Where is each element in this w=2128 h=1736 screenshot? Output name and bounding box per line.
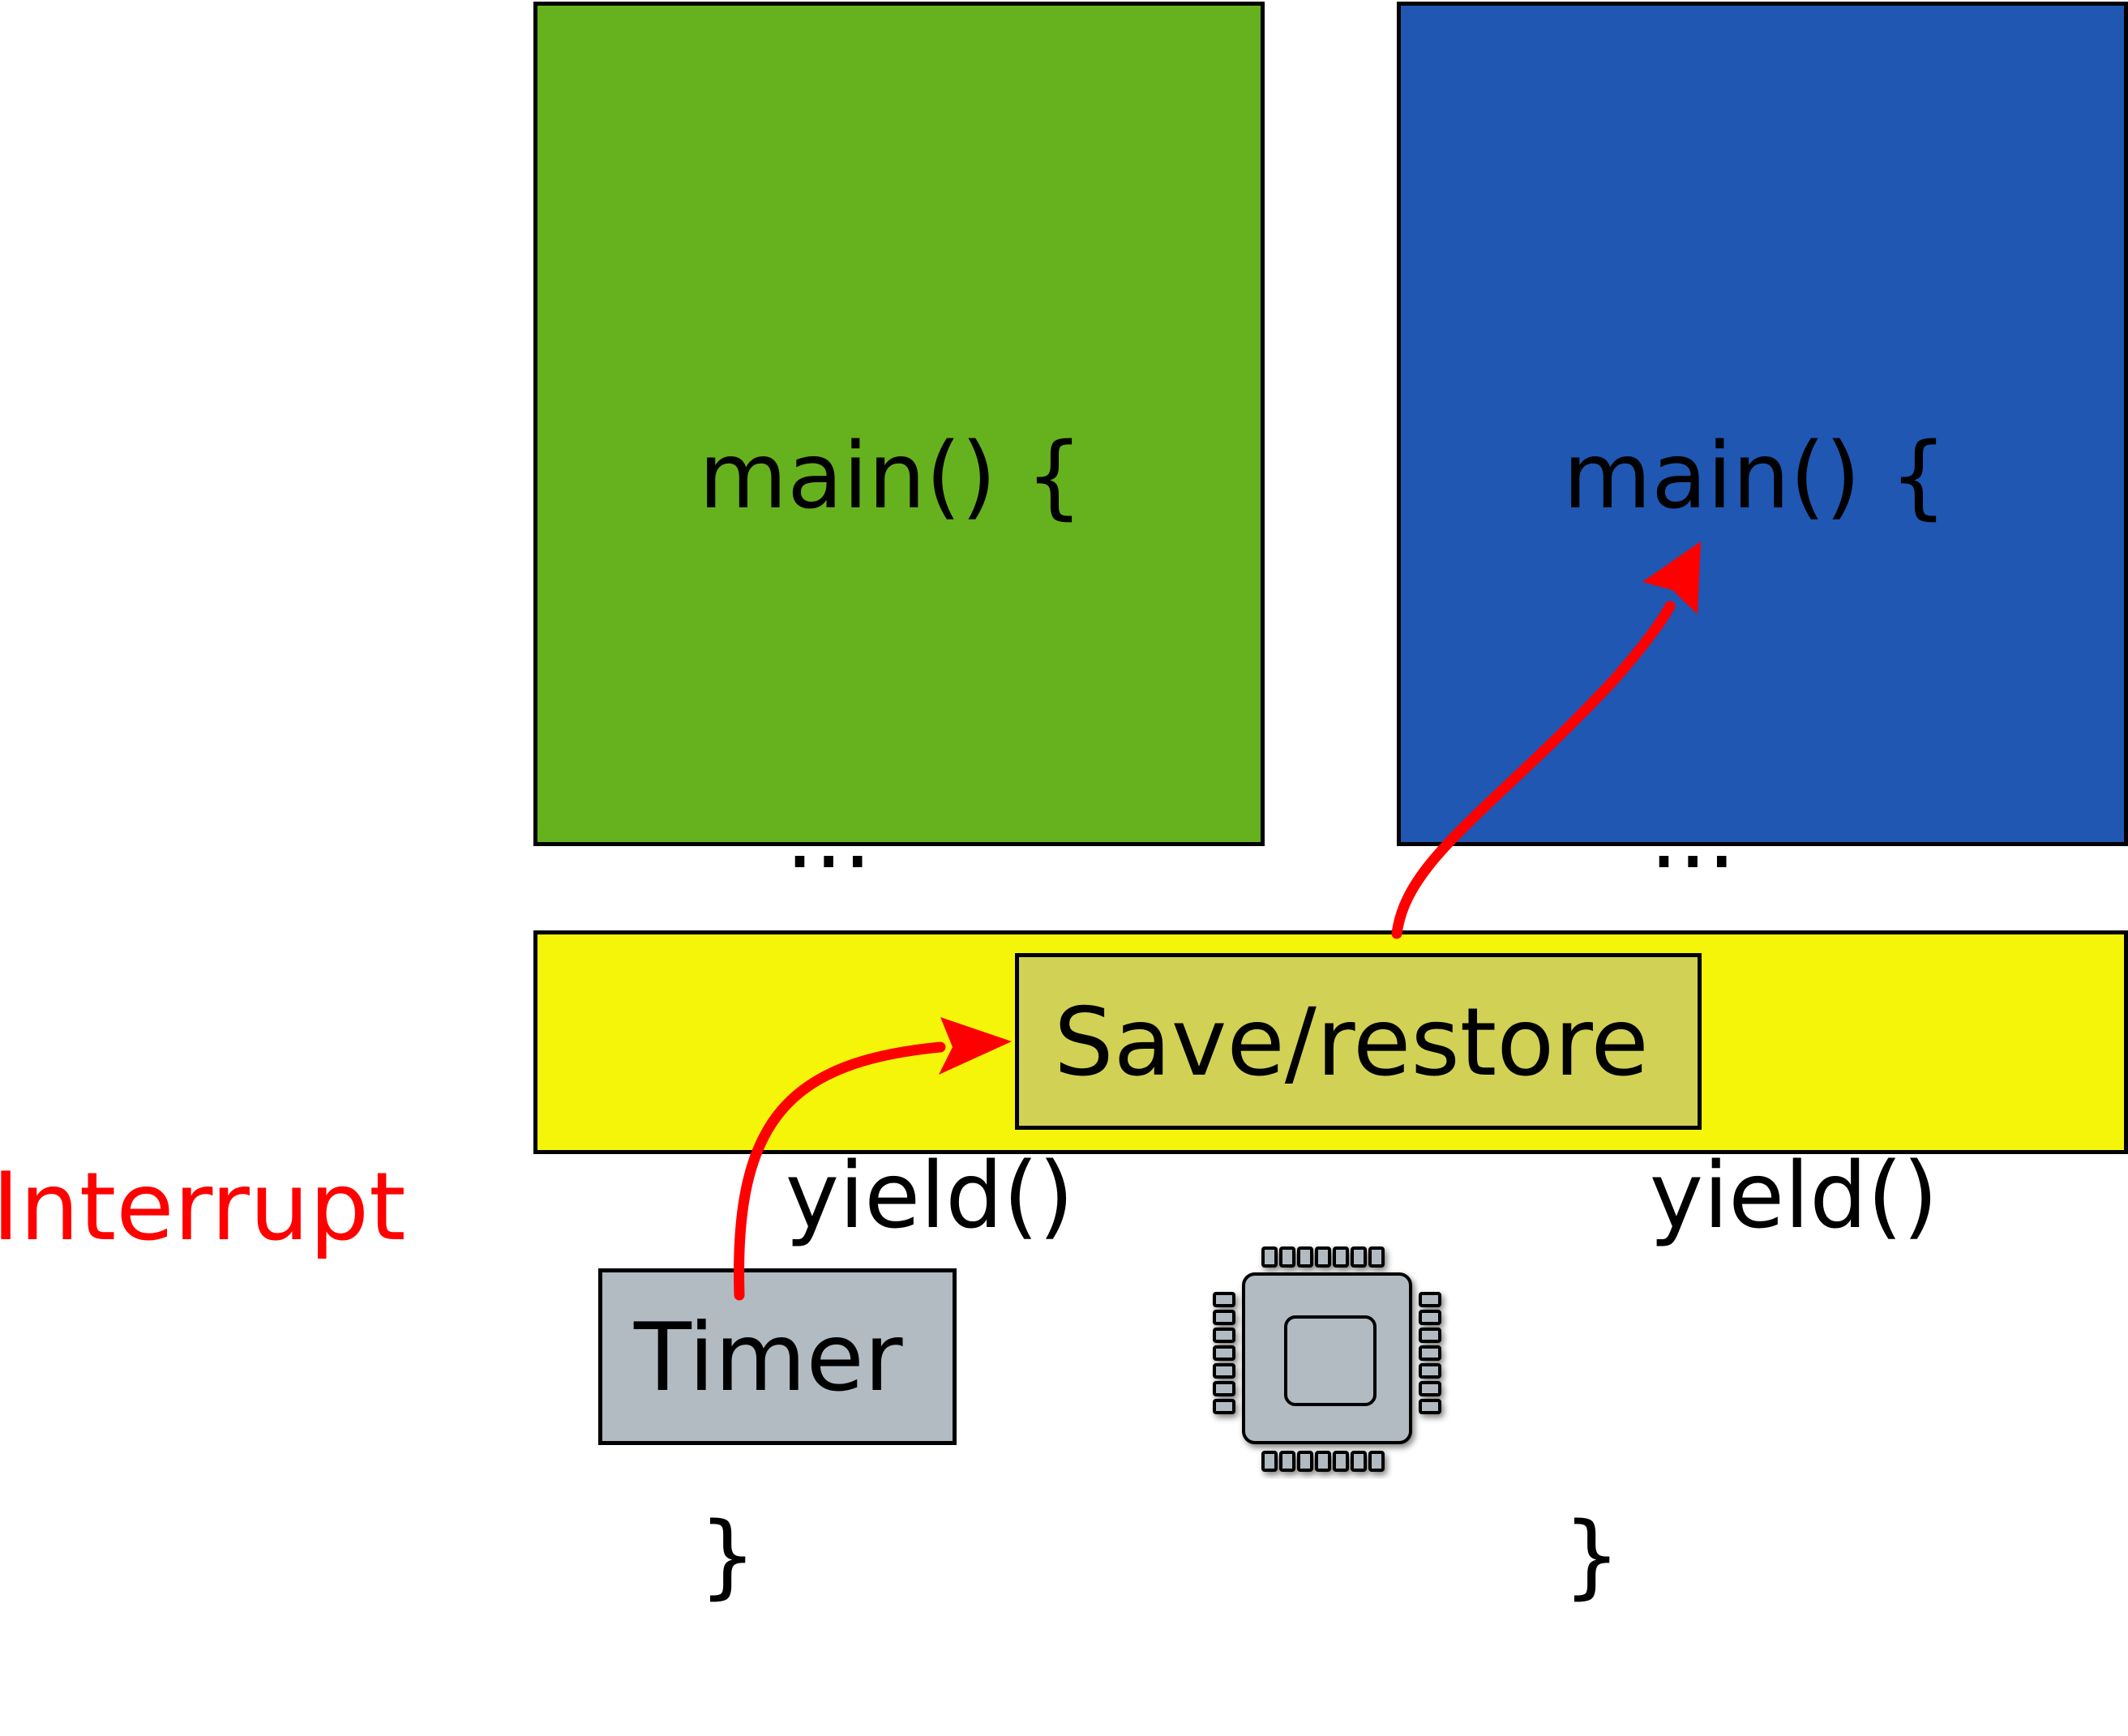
interrupt-label: Interrupt xyxy=(0,1152,406,1262)
code-line: ... xyxy=(1563,784,1736,889)
code-line: yield() xyxy=(1563,1144,1938,1249)
timer-label: Timer xyxy=(634,1303,903,1413)
save-restore-label: Save/restore xyxy=(1054,988,1649,1097)
code-line: } xyxy=(699,1503,757,1609)
code-line: } xyxy=(1563,1503,1621,1609)
code-line: main() { xyxy=(1563,424,1948,529)
save-restore-box xyxy=(1015,953,1702,1130)
cpu-chip-icon xyxy=(1213,1246,1441,1472)
code-line: ... xyxy=(699,784,872,889)
code-line: main() { xyxy=(699,424,1084,529)
code-line: yield() xyxy=(699,1144,1074,1249)
process-left-box xyxy=(533,2,1265,846)
